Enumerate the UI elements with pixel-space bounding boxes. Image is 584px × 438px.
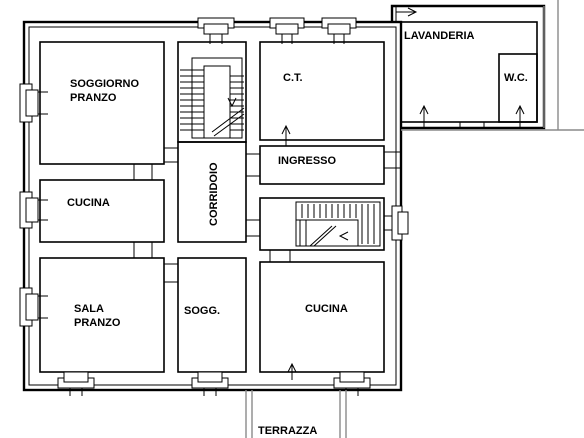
label-cucina-left: CUCINA — [67, 197, 110, 209]
window-icon — [321, 17, 357, 44]
room-cucina-left — [39, 179, 165, 243]
door-arrow-icon — [395, 6, 418, 22]
staircase-icon — [295, 201, 381, 247]
window-icon — [197, 17, 235, 44]
window-icon — [384, 205, 409, 241]
label-sala-line2: PRANZO — [74, 317, 121, 329]
door-arrow-icon — [287, 362, 297, 380]
room-ct — [259, 41, 385, 141]
window-icon — [57, 371, 95, 396]
door-arrow-icon — [419, 104, 429, 128]
staircase-icon — [180, 57, 245, 139]
label-wc: W.C. — [504, 72, 528, 84]
door-arrow-icon — [515, 104, 525, 128]
label-sala-line1: SALA — [74, 303, 104, 315]
label-lavanderia: LAVANDERIA — [404, 30, 475, 42]
label-ingresso: INGRESSO — [278, 155, 337, 167]
label-soggiorno-line2: PRANZO — [70, 92, 117, 104]
label-sogg: SOGG. — [184, 305, 220, 317]
room-cucina-right — [259, 261, 385, 373]
label-soggiorno-line1: SOGGIORNO — [70, 78, 140, 90]
annex-wall — [390, 4, 546, 130]
room-soggiorno — [39, 41, 165, 165]
window-icon — [19, 287, 48, 327]
window-icon — [19, 191, 48, 229]
room-stair-left — [177, 41, 247, 143]
room-sala — [39, 257, 165, 373]
label-terrazza: TERRAZZA — [258, 425, 317, 437]
room-corridoio — [177, 141, 247, 243]
window-icon — [191, 371, 229, 396]
room-ingresso — [259, 145, 385, 185]
window-icon — [333, 371, 371, 396]
label-corridoio: CORRIDOIO — [208, 162, 220, 226]
label-cucina-right: CUCINA — [305, 303, 348, 315]
terrazza-rail — [245, 390, 347, 438]
window-icon — [269, 17, 305, 44]
room-wc — [498, 53, 538, 123]
door-arrow-icon — [281, 124, 291, 146]
label-ct: C.T. — [283, 72, 303, 84]
window-icon — [19, 83, 48, 123]
room-stair-right — [259, 197, 385, 251]
